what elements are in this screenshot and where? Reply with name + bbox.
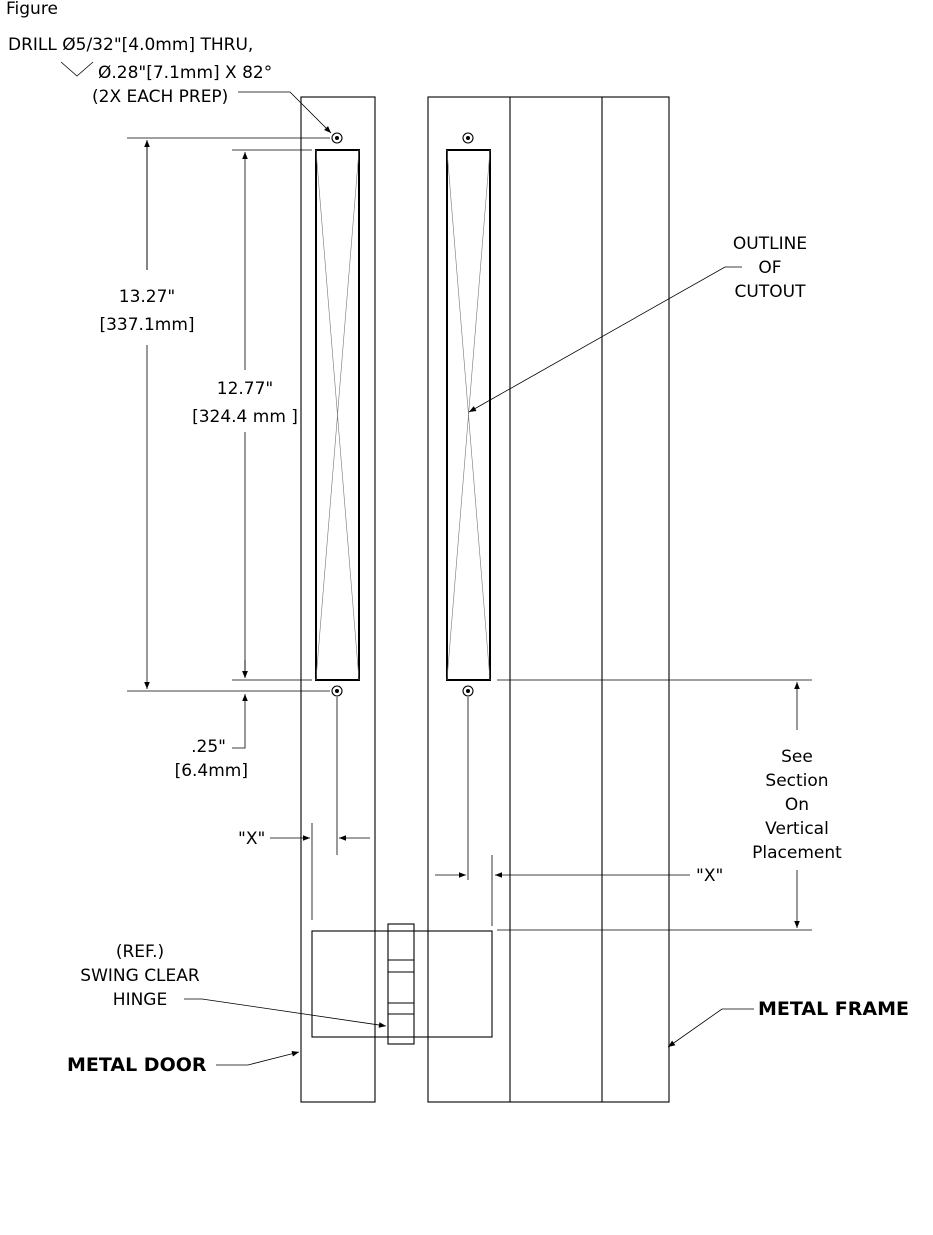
frame-hole-top [462,132,474,144]
metal-frame-label: METAL FRAME [758,998,909,1020]
frame-cutout-outline [446,149,491,681]
hinge-leaves [311,930,493,1038]
drill-note-line-3: (2X EACH PREP) [92,87,228,107]
cutout-dim-mm: [324.4 mm ] [192,407,298,427]
door-cutout-outline [315,149,360,681]
outline-label-line-3: CUTOUT [735,282,807,302]
x-dim-right: "X" [696,866,723,886]
hinge-label-line-1: (REF.) [116,942,164,962]
offset-dim-mm: [6.4mm] [175,761,248,781]
offset-dim-inches: .25" [191,737,226,757]
overall-dim-inches: 13.27" [119,287,176,307]
door-hole-top [331,132,343,144]
outline-label-line-1: OUTLINE [733,234,807,254]
countersink-symbol [60,61,94,77]
offset-arrow-bottom [232,694,248,749]
metal-door-leader [216,1051,300,1066]
outline-leader [468,266,742,413]
figure-caption: Figure [6,0,58,19]
hinge-leader [184,998,387,1028]
hinge-barrel [387,923,415,1045]
hinge-label-line-2: SWING CLEAR [80,966,200,986]
drill-note-line-1: DRILL Ø5/32"[4.0mm] THRU, [8,35,253,55]
drill-leader [238,91,332,134]
overall-dim-mm: [337.1mm] [99,315,194,335]
outline-label-line-2: OF [758,258,781,278]
placement-label-line-1: See [781,747,813,767]
metal-door-edge [300,96,376,1103]
door-hole-bottom [331,685,343,697]
cutout-dim-inches: 12.77" [217,379,274,399]
metal-frame-leader [667,1008,754,1048]
frame-hole-bottom [462,685,474,697]
door-cutout-diagonal-2 [315,149,360,681]
hinge-label-line-3: HINGE [113,990,167,1010]
placement-label-line-4: Vertical [765,819,829,839]
placement-label-line-3: On [785,795,809,815]
placement-label-line-5: Placement [752,843,842,863]
placement-label-line-2: Section [765,771,828,791]
frame-cutout-diagonal-2 [446,149,491,681]
drill-note-line-2: Ø.28"[7.1mm] X 82° [98,63,272,83]
metal-frame-body [427,96,670,1103]
x-dim-left: "X" [238,829,265,849]
metal-door-label: METAL DOOR [67,1054,207,1076]
swing-clear-hinge [311,923,493,1045]
